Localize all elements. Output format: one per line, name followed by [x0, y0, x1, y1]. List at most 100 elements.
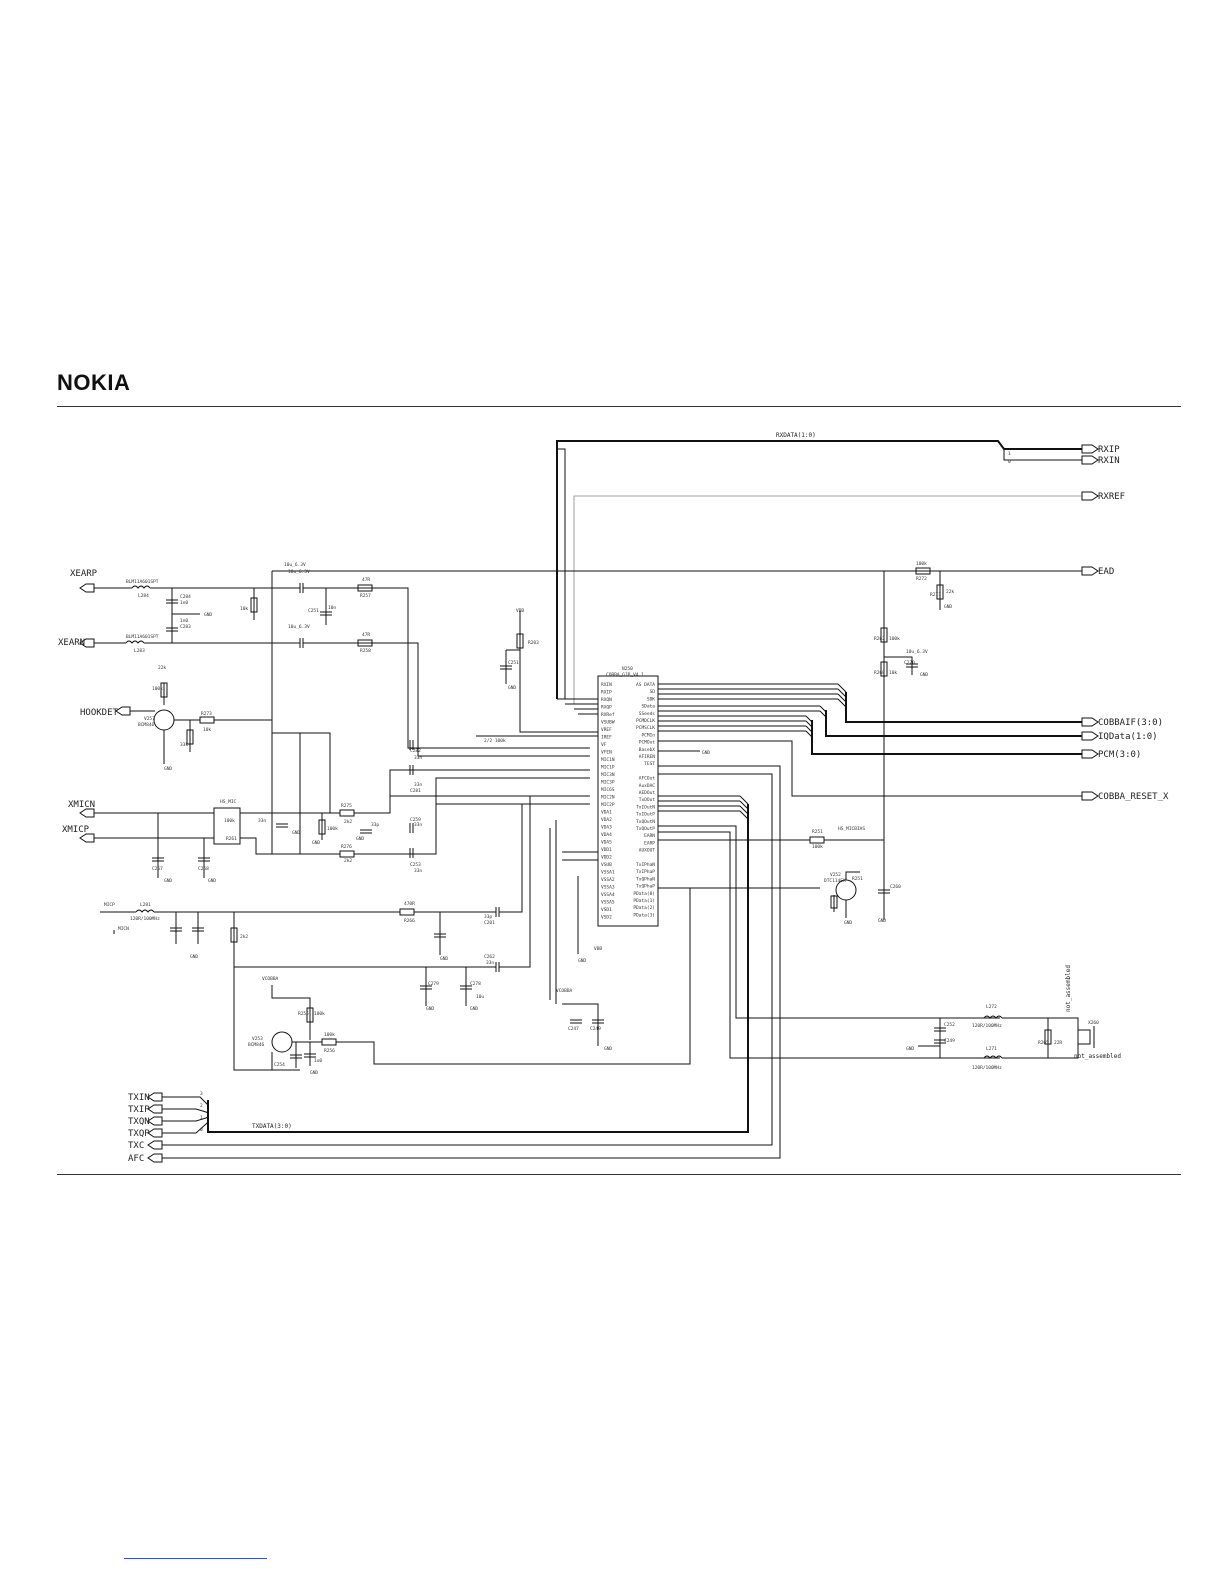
mic-section: HS_MIC XMICN XMICP GND GND C267 C268 100…: [62, 732, 590, 884]
svg-text:BCM846: BCM846: [248, 1042, 265, 1048]
svg-text:33n: 33n: [414, 755, 422, 761]
port-txqp[interactable]: TXQP: [128, 1128, 163, 1139]
svg-text:GND: GND: [310, 1070, 318, 1076]
svg-text:L281: L281: [140, 902, 151, 908]
svg-text:C279: C279: [428, 981, 439, 987]
svg-text:R266: R266: [404, 918, 415, 924]
svg-text:33n: 33n: [414, 822, 422, 828]
port-reset[interactable]: COBBA_RESET_X: [1081, 791, 1169, 802]
ic-pin-left: VSSA3: [601, 885, 615, 891]
svg-text:47R: 47R: [362, 577, 370, 583]
svg-text:C253: C253: [410, 862, 421, 868]
ic-pin-right: BasebX: [639, 747, 656, 753]
svg-text:2/2 100k: 2/2 100k: [484, 738, 506, 744]
port-iqdata[interactable]: IQData(1:0): [1081, 731, 1158, 742]
svg-text:R251: R251: [852, 876, 863, 882]
port-label: RXIP: [1098, 445, 1120, 455]
port-afc[interactable]: AFC: [128, 1153, 163, 1164]
port-rxref[interactable]: RXREF: [1081, 491, 1125, 502]
svg-text:R261: R261: [226, 836, 237, 842]
svg-text:100k: 100k: [327, 826, 338, 832]
port-txc[interactable]: TXC: [128, 1140, 163, 1151]
hookdet-section: HOOKDET 22k 100k GND V257 BCM846 R273 10…: [80, 562, 306, 854]
ic-pin-left: RXQN: [601, 697, 612, 703]
micp-label: MICP: [104, 902, 115, 908]
svg-text:10u_6.3V: 10u_6.3V: [906, 649, 928, 655]
svg-text:GND: GND: [426, 1006, 434, 1012]
svg-text:GND: GND: [906, 1046, 914, 1052]
footer-rule: [57, 1174, 1181, 1175]
svg-text:10u_6.3V: 10u_6.3V: [288, 624, 310, 630]
svg-text:R256: R256: [324, 1048, 335, 1054]
svg-text:GND: GND: [944, 604, 952, 610]
svg-text:C251: C251: [308, 608, 319, 614]
svg-text:22k: 22k: [158, 665, 166, 671]
ic-pin-right: SData: [641, 704, 655, 710]
v253-section: VCOBBA R255 100k V253 BCM846 100k R256 C…: [248, 888, 691, 1076]
ic-pin-left: VSSA1: [601, 870, 615, 876]
svg-text:1: 1: [1008, 451, 1011, 457]
svg-text:C268: C268: [198, 866, 209, 872]
svg-text:10u_6.3V: 10u_6.3V: [288, 569, 310, 575]
port-xearn: XEARN: [58, 638, 85, 648]
svg-text:GND: GND: [604, 1046, 612, 1052]
svg-text:GND: GND: [508, 685, 516, 691]
ic-pin-right: TEST: [644, 761, 655, 767]
port-ead[interactable]: EAD: [1081, 566, 1114, 577]
svg-text:GND: GND: [312, 840, 320, 846]
port-txin[interactable]: TXIN: [128, 1092, 163, 1103]
not-assembled-label: not_assembled: [1074, 1053, 1121, 1060]
svg-text:2k2: 2k2: [344, 858, 352, 864]
ic-pin-left: VFEN: [601, 750, 612, 756]
ic-pin-left: VF: [601, 742, 607, 748]
port-rxin[interactable]: RXIN: [1081, 455, 1120, 466]
svg-text:0: 0: [1008, 459, 1011, 465]
port-cobbaif[interactable]: COBBAIF(3:0): [1081, 717, 1163, 728]
ic-pin-right: PData(3): [633, 912, 655, 918]
rxdata-label: RXDATA(1:0): [776, 432, 816, 439]
svg-text:120R/100MHz: 120R/100MHz: [130, 916, 160, 922]
ic-pin-right: TxQPhaN: [636, 876, 655, 882]
ic-pin-right: PData(1): [633, 898, 655, 904]
port-label: TXQP: [128, 1129, 150, 1139]
ic-pin-right: AEDOut: [639, 790, 656, 796]
svg-text:R251: R251: [812, 829, 823, 835]
svg-text:C282: C282: [410, 748, 421, 754]
svg-text:C270: C270: [904, 660, 915, 666]
ic-pin-left: VSUB: [601, 862, 612, 868]
svg-text:GND: GND: [164, 878, 172, 884]
svg-text:33n: 33n: [414, 782, 422, 788]
svg-text:100k: 100k: [324, 1032, 335, 1038]
svg-text:1u0: 1u0: [314, 1058, 322, 1064]
ic-pin-right: PCMIn: [641, 732, 655, 738]
ic-pin-left: IREF: [601, 735, 612, 741]
port-label: AFC: [128, 1154, 144, 1164]
ic-pin-left: MIC3P: [601, 780, 615, 786]
svg-text:R276: R276: [341, 844, 352, 850]
svg-text:2: 2: [200, 1103, 203, 1109]
svg-text:2k2: 2k2: [240, 934, 248, 940]
svg-text:10k: 10k: [203, 727, 211, 733]
ic-pin-left: MIC2N: [601, 795, 615, 801]
port-label: COBBA_RESET_X: [1098, 792, 1169, 802]
svg-text:GND: GND: [292, 830, 300, 836]
svg-text:10n: 10n: [328, 605, 336, 611]
svg-text:BLM11A601SPT: BLM11A601SPT: [126, 579, 159, 585]
port-rxip[interactable]: RXIP: [1081, 444, 1120, 455]
svg-text:GND: GND: [844, 920, 852, 926]
port-pcm[interactable]: PCM(3:0): [1081, 749, 1141, 760]
ic-pin-left: VDA2: [601, 817, 612, 823]
svg-text:33k: 33k: [180, 742, 188, 748]
svg-text:L272: L272: [986, 1004, 997, 1010]
ear-output-filter: GND C252 C249 L272 120R/100MHz L271 120R…: [906, 965, 1121, 1071]
port-txqn[interactable]: TXQN: [128, 1116, 163, 1127]
ic-pin-left: VSUBW: [601, 720, 615, 726]
footer-link-underline[interactable]: [124, 1558, 267, 1559]
port-label: EAD: [1098, 567, 1114, 577]
port-txip[interactable]: TXIP: [128, 1104, 163, 1115]
ic-pin-right: TxIOutN: [636, 804, 655, 810]
svg-text:C249: C249: [944, 1038, 955, 1044]
ic-pin-right: AFCOut: [639, 776, 656, 782]
svg-text:C284: C284: [180, 594, 191, 600]
